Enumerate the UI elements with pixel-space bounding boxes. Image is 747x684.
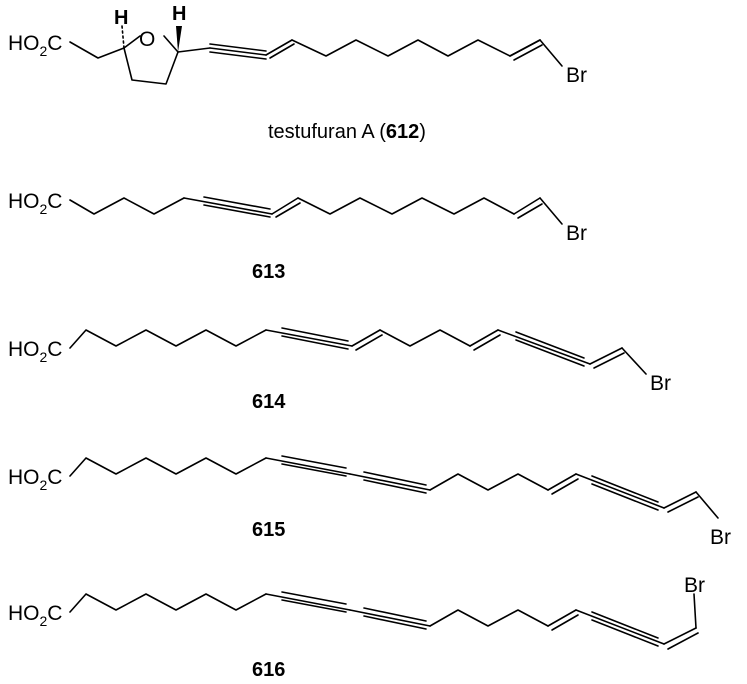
carboxyl-label: HO2C xyxy=(8,602,62,629)
skeleton-bonds xyxy=(69,455,719,519)
compound-613: HO2C Br 613 xyxy=(8,190,587,283)
skeleton-bonds xyxy=(69,25,563,85)
bromine-label: Br xyxy=(684,574,705,597)
compound-number: 613 xyxy=(252,261,285,283)
bromine-label: Br xyxy=(650,372,671,395)
carboxyl-label: HO2C xyxy=(8,32,62,59)
bromine-label: Br xyxy=(710,526,731,549)
compound-number: 614 xyxy=(252,391,286,413)
compound-616: HO2C Br 616 xyxy=(8,574,705,681)
skeleton-bonds xyxy=(69,327,647,375)
oxygen-label: O xyxy=(139,28,155,51)
skeleton-bonds xyxy=(69,591,699,650)
compound-caption: testufuran A (612) xyxy=(268,121,426,143)
carboxyl-label: HO2C xyxy=(8,338,62,365)
compound-614: HO2C Br 614 xyxy=(8,327,671,413)
bromine-label: Br xyxy=(566,64,587,87)
hydrogen-label: H xyxy=(172,3,186,25)
compound-number: 615 xyxy=(252,519,285,541)
bromine-label: Br xyxy=(566,222,587,245)
hydrogen-label: H xyxy=(114,7,128,29)
carboxyl-label: HO2C xyxy=(8,466,62,493)
wedge-bond xyxy=(176,26,182,52)
compound-number: 616 xyxy=(252,659,285,681)
compound-612: HO2C O H H xyxy=(8,3,587,143)
compound-615: HO2C Br 615 xyxy=(8,455,731,549)
skeleton-bonds xyxy=(69,196,563,225)
carboxyl-label: HO2C xyxy=(8,190,62,217)
